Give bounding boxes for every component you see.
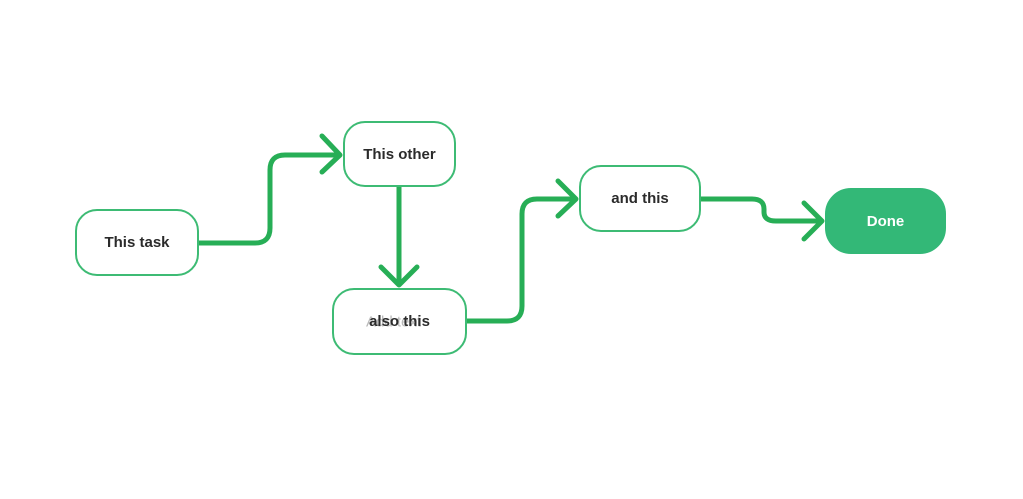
node-label: and this: [611, 190, 669, 207]
node-label: Done: [866, 212, 905, 230]
node-done[interactable]: Done: [825, 188, 946, 254]
node-this-other[interactable]: This other: [343, 121, 456, 187]
node-and-this[interactable]: and this: [579, 165, 701, 232]
edge-also-to-and: [464, 196, 577, 324]
edge-task-to-other: [196, 152, 341, 246]
arrowhead-and: [555, 178, 579, 219]
node-this-task[interactable]: This task: [75, 209, 199, 276]
node-label: This other: [363, 145, 436, 163]
arrowhead-done: [801, 200, 825, 242]
edge-and-to-done: [698, 196, 823, 224]
node-also-this[interactable]: Add text also this: [332, 288, 467, 355]
node-label: also this: [369, 313, 430, 330]
node-label: This task: [104, 234, 170, 251]
arrowhead-other: [319, 133, 343, 175]
arrowhead-also: [378, 264, 420, 288]
